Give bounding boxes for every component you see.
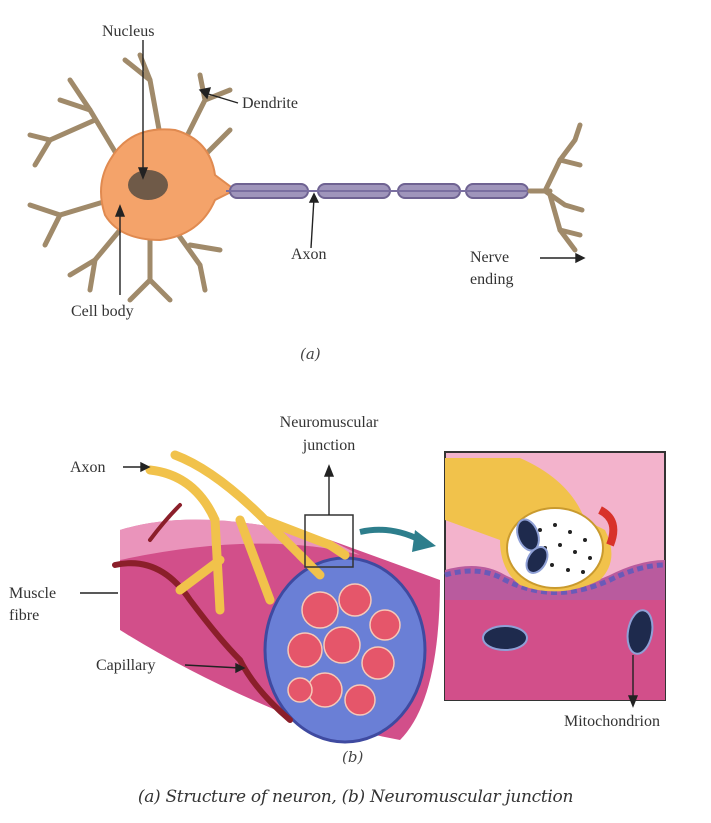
nucleus (128, 170, 168, 200)
figure-caption: (a) Structure of neuron, (b) Neuromuscul… (0, 787, 711, 807)
nerve-ending (530, 125, 582, 250)
label-neuromuscular-line2: junction (249, 436, 409, 455)
sublabel-a: (a) (300, 345, 321, 363)
label-muscle-line1: Muscle (9, 584, 56, 603)
label-axon-a: Axon (291, 245, 327, 264)
label-nerve-ending-line1: Nerve (470, 248, 509, 267)
label-cell-body: Cell body (71, 302, 134, 321)
zoom-arrow (360, 530, 420, 540)
label-nucleus: Nucleus (102, 22, 154, 41)
label-axon-b: Axon (70, 458, 106, 477)
label-neuromuscular-line1: Neuromuscular (249, 413, 409, 432)
sublabel-b: (b) (342, 748, 363, 766)
label-muscle-line2: fibre (9, 606, 39, 625)
label-nerve-ending-line2: ending (470, 270, 514, 289)
label-dendrite: Dendrite (242, 94, 298, 113)
label-mitochondrion: Mitochondrion (564, 712, 660, 731)
label-capillary: Capillary (96, 656, 156, 675)
neuromuscular-junction (80, 452, 665, 742)
zoom-panel (445, 452, 665, 700)
